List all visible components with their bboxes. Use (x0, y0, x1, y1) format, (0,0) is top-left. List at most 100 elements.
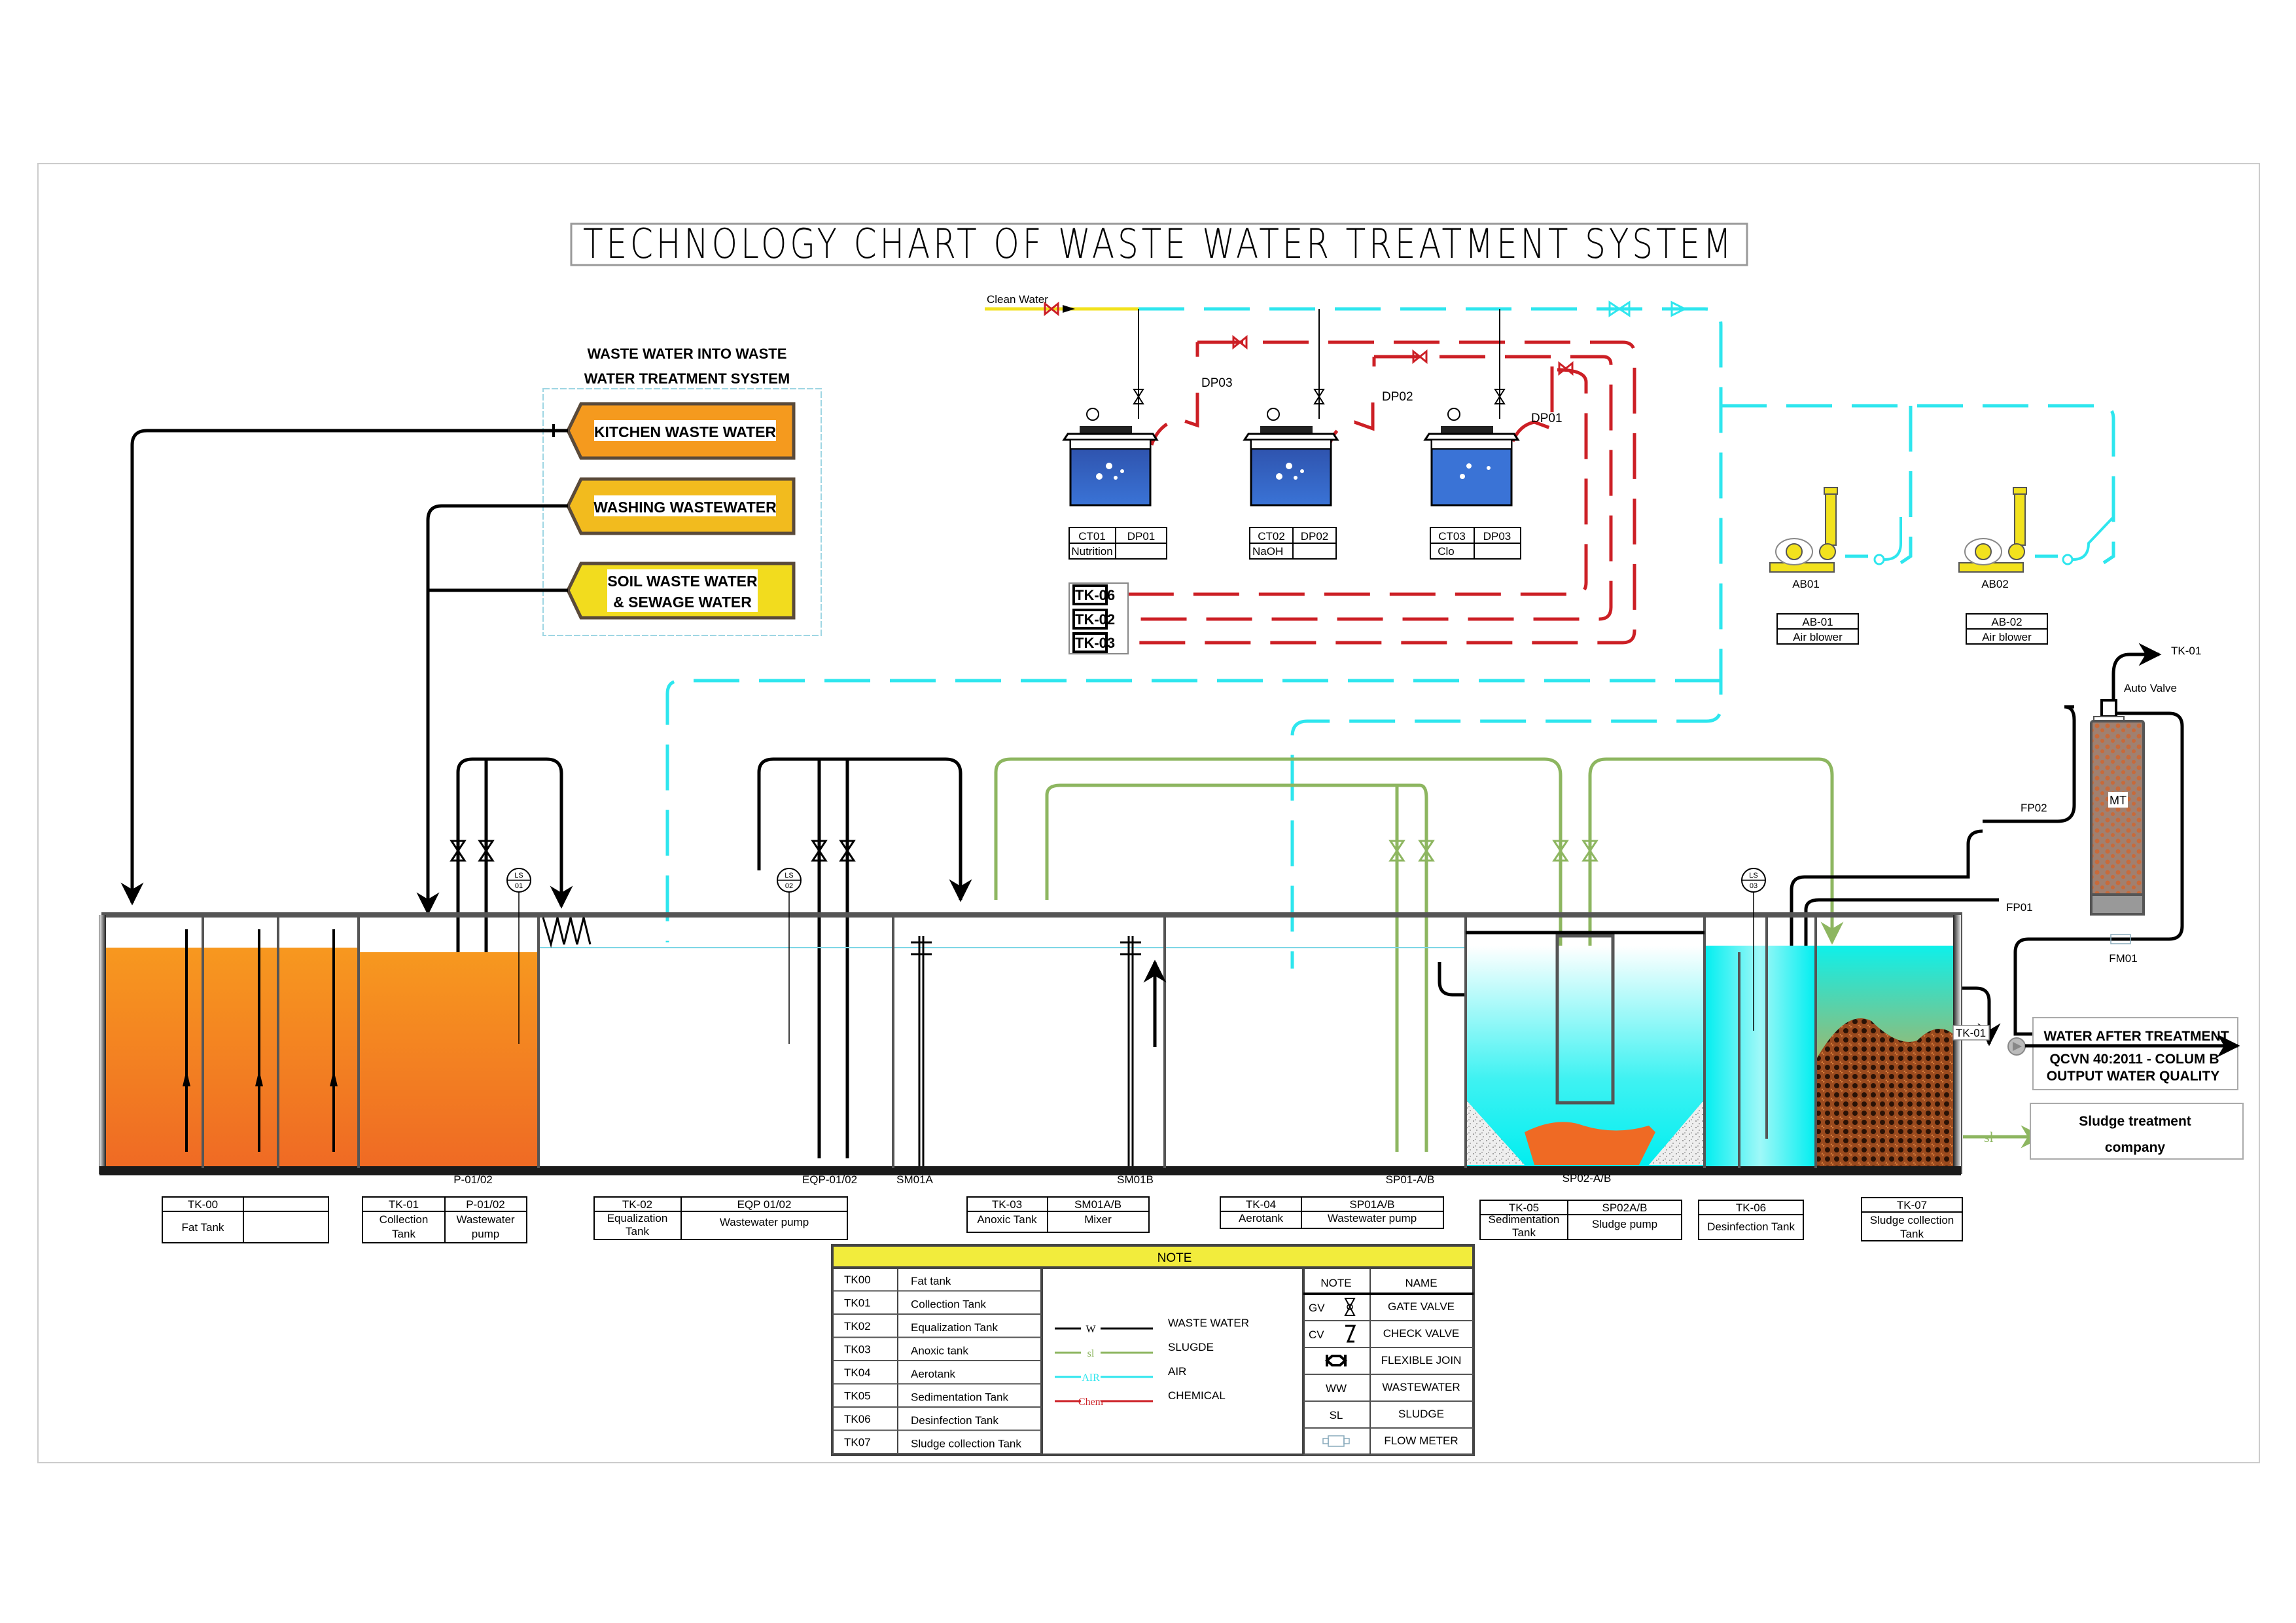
ls02-top: LS (785, 872, 793, 880)
tk01-name-1: Collection (380, 1213, 429, 1226)
symbol-code: SL (1330, 1409, 1343, 1421)
note-tank-code: TK02 (844, 1320, 871, 1332)
page-title: TECHNOLOGY CHART OF WASTE WATER TREATMEN… (583, 220, 1735, 268)
flexible-joint-icon (1324, 1355, 1348, 1366)
level-switch-ls01[interactable]: LS 01 (506, 868, 531, 1044)
tk02-equip-id: EQP 01/02 (737, 1198, 792, 1211)
filter-outlet-label: TK-01 (2171, 645, 2201, 657)
legend-line-name: WASTE WATER (1168, 1317, 1249, 1329)
tk01-name-2: Tank (392, 1228, 415, 1240)
tank-table-tk06: TK-06 Desinfection Tank (1698, 1200, 1804, 1240)
chemical-tank-ct01[interactable] (1062, 309, 1159, 507)
filter-mt[interactable]: MT Auto Valve TK-01 FP02 FP01 FM01 (2006, 645, 2201, 965)
note-tank-name: Desinfection Tank (911, 1414, 998, 1427)
level-switch-ls03[interactable]: LS 03 (1741, 868, 1766, 1031)
tk07-name-2: Tank (1900, 1228, 1924, 1240)
tk05-equip-id: SP02A/B (1602, 1202, 1648, 1214)
ab01-tag: AB01 (1792, 578, 1820, 590)
legend-line-symbol: AIR (1082, 1372, 1100, 1383)
air-blower-ab02[interactable]: AB02 (1958, 487, 2115, 590)
ab01-id: AB-01 (1802, 616, 1833, 628)
tk05-name-1: Sedimentation (1489, 1213, 1560, 1226)
source-washing-label: WASHING WASTEWATER (593, 499, 777, 516)
clean-water-valve-icon (1044, 301, 1059, 317)
chemical-tank-ct03[interactable] (1423, 309, 1520, 507)
check-valve-icons (450, 840, 856, 862)
ct03-id: CT03 (1438, 530, 1466, 543)
sludge-check-valve-icons (1388, 840, 1598, 862)
ab01-name: Air blower (1793, 631, 1843, 643)
symbol-code: WW (1326, 1382, 1347, 1395)
dp03-label: DP03 (1201, 376, 1233, 390)
chemical-tank-ct02[interactable] (1243, 309, 1339, 507)
water-output-line3: OUTPUT WATER QUALITY (2047, 1069, 2219, 1084)
ct01-chemical: Nutrition (1071, 545, 1112, 558)
tag-sp02ab: SP02-A/B (1563, 1172, 1612, 1185)
filter-tag: MT (2110, 794, 2127, 807)
sludge-output-line2: company (2105, 1140, 2166, 1155)
symbols-header-note: NOTE (1320, 1277, 1351, 1289)
note-tank-name: Collection Tank (911, 1298, 986, 1311)
tk04-name: Aerotank (1239, 1212, 1284, 1224)
source-kitchen[interactable]: KITCHEN WASTE WATER (566, 402, 796, 460)
source-soil-sewage[interactable]: SOIL WASTE WATER & SEWAGE WATER (566, 562, 796, 620)
equipment-tags: P-01/02 EQP-01/02 SM01A SM01B SP01-A/B S… (453, 1172, 1611, 1186)
tk06-id: TK-06 (1736, 1202, 1766, 1214)
ct01-pump: DP01 (1127, 530, 1156, 543)
note-tank-code: TK00 (844, 1274, 871, 1286)
source-kitchen-label: KITCHEN WASTE WATER (594, 423, 777, 440)
note-header: NOTE (1157, 1251, 1192, 1265)
tk00-name: Fat Tank (182, 1221, 224, 1234)
fm01-label: FM01 (2109, 952, 2137, 965)
tank-table-tk05: TK-05 SP02A/B Sedimentation Tank Sludge … (1479, 1200, 1682, 1240)
ls01-bottom: 01 (515, 882, 523, 890)
ct03-pump: DP03 (1483, 530, 1511, 543)
tk05-name-2: Tank (1512, 1226, 1536, 1239)
ct02-chemical: NaOH (1252, 545, 1283, 558)
tk07-name-1: Sludge collection (1870, 1214, 1954, 1226)
tag-eqp0102: EQP-01/02 (802, 1173, 857, 1186)
chem-target-tk02: TK-02 (1075, 611, 1115, 628)
symbol-name: WASTEWATER (1382, 1381, 1460, 1393)
tk03-id: TK-03 (992, 1198, 1022, 1211)
ct03-chemical: Clo (1438, 545, 1455, 558)
dosing-section: Clean Water DP03 DP02 DP01 (665, 293, 2115, 969)
tk03-name: Anoxic Tank (977, 1213, 1037, 1226)
tk04-equip-name: Wastewater pump (1328, 1212, 1417, 1224)
air-blower-ab01[interactable]: AB01 (1769, 487, 1902, 590)
fp02-label: FP02 (2021, 802, 2047, 814)
symbol-code: CV (1309, 1329, 1324, 1341)
symbol-name: FLOW METER (1384, 1435, 1458, 1447)
tk07-id: TK-07 (1897, 1199, 1927, 1211)
tk01-liquid (359, 952, 539, 1168)
tk06-name: Desinfection Tank (1707, 1221, 1795, 1233)
source-washing[interactable]: WASHING WASTEWATER (566, 477, 796, 535)
source-soil-label-1: SOIL WASTE WATER (607, 573, 758, 590)
sludge-output[interactable]: Sludge treatment company (2030, 1103, 2244, 1160)
note-tank-code: TK01 (844, 1297, 871, 1310)
tank-table-tk04: TK-04 SP01A/B Aerotank Wastewater pump (1220, 1196, 1444, 1229)
tk01-id: TK-01 (389, 1198, 419, 1211)
tk05-id: TK-05 (1509, 1202, 1539, 1214)
source-soil-label-2: & SEWAGE WATER (613, 594, 752, 611)
chem-valve-icon (1232, 334, 1574, 376)
symbol-name: CHECK VALVE (1383, 1327, 1460, 1340)
ab02-tag: AB02 (1981, 578, 2009, 590)
level-switch-ls02[interactable]: LS 02 (777, 868, 802, 1044)
ls02-bottom: 02 (785, 882, 793, 890)
ab02-table: AB-02 Air blower (1966, 613, 2048, 645)
tk02-name-2: Tank (626, 1225, 649, 1238)
treated-water-output[interactable]: WATER AFTER TREATMENT QCVN 40:2011 - COL… (2007, 1017, 2240, 1090)
tk01-return-label: TK-01 (1956, 1027, 1986, 1039)
tank-table-tk01: TK-01 P-01/02 Collection Tank Wastewater… (362, 1196, 527, 1243)
chem-target-tk03: TK-03 (1075, 635, 1115, 651)
tk00-id: TK-00 (188, 1198, 218, 1211)
sludge-out-marker: sl (1984, 1129, 1994, 1145)
clean-water-label: Clean Water (987, 293, 1048, 306)
legend-line-name: SLUGDE (1168, 1341, 1214, 1353)
symbol-code: GV (1309, 1302, 1325, 1314)
tk01-equip-2: pump (472, 1228, 500, 1240)
ab02-id: AB-02 (1991, 616, 2022, 628)
legend-line-symbol: sl (1087, 1348, 1095, 1359)
tk01-equip-id: P-01/02 (466, 1198, 505, 1211)
